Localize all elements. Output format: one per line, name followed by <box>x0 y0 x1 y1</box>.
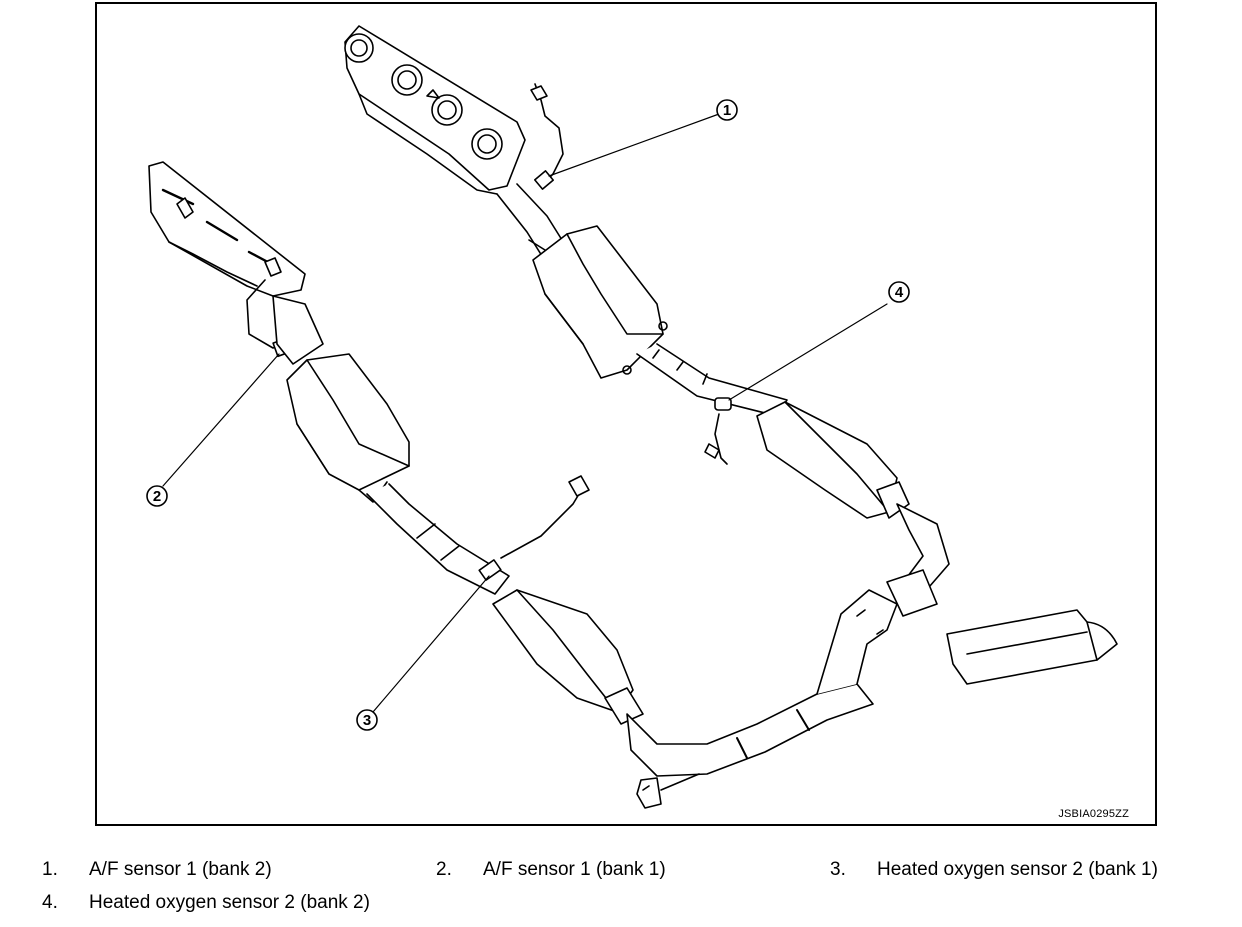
figure-id-label: JSBIA0295ZZ <box>1058 808 1129 820</box>
legend-number: 1. <box>42 859 58 880</box>
legend-number: 2. <box>436 859 452 880</box>
legend-label: Heated oxygen sensor 2 (bank 2) <box>89 892 370 913</box>
legend-label: Heated oxygen sensor 2 (bank 1) <box>877 859 1158 880</box>
callout-1: 1 <box>716 99 738 121</box>
callout-lines <box>162 113 888 713</box>
legend-label: A/F sensor 1 (bank 2) <box>89 859 272 880</box>
legend-number: 4. <box>42 892 58 913</box>
exhaust-system-diagram: 1 2 3 4 JSBIA0295ZZ <box>95 2 1157 826</box>
catalyst-upper-rear <box>756 401 910 519</box>
callout-4: 4 <box>888 281 910 303</box>
svg-text:3: 3 <box>363 712 371 729</box>
legend-number: 3. <box>830 859 846 880</box>
manifold-upper <box>344 25 564 195</box>
svg-text:2: 2 <box>153 488 161 505</box>
catalyst-left-rear <box>492 589 644 725</box>
catalyst-left <box>286 353 410 503</box>
callout-2: 2 <box>146 485 168 507</box>
legend-label: A/F sensor 1 (bank 1) <box>483 859 666 880</box>
svg-text:4: 4 <box>895 284 904 301</box>
svg-text:1: 1 <box>723 102 731 119</box>
exhaust-drawing: 1 2 3 4 <box>146 25 1118 809</box>
callout-3: 3 <box>356 709 378 731</box>
